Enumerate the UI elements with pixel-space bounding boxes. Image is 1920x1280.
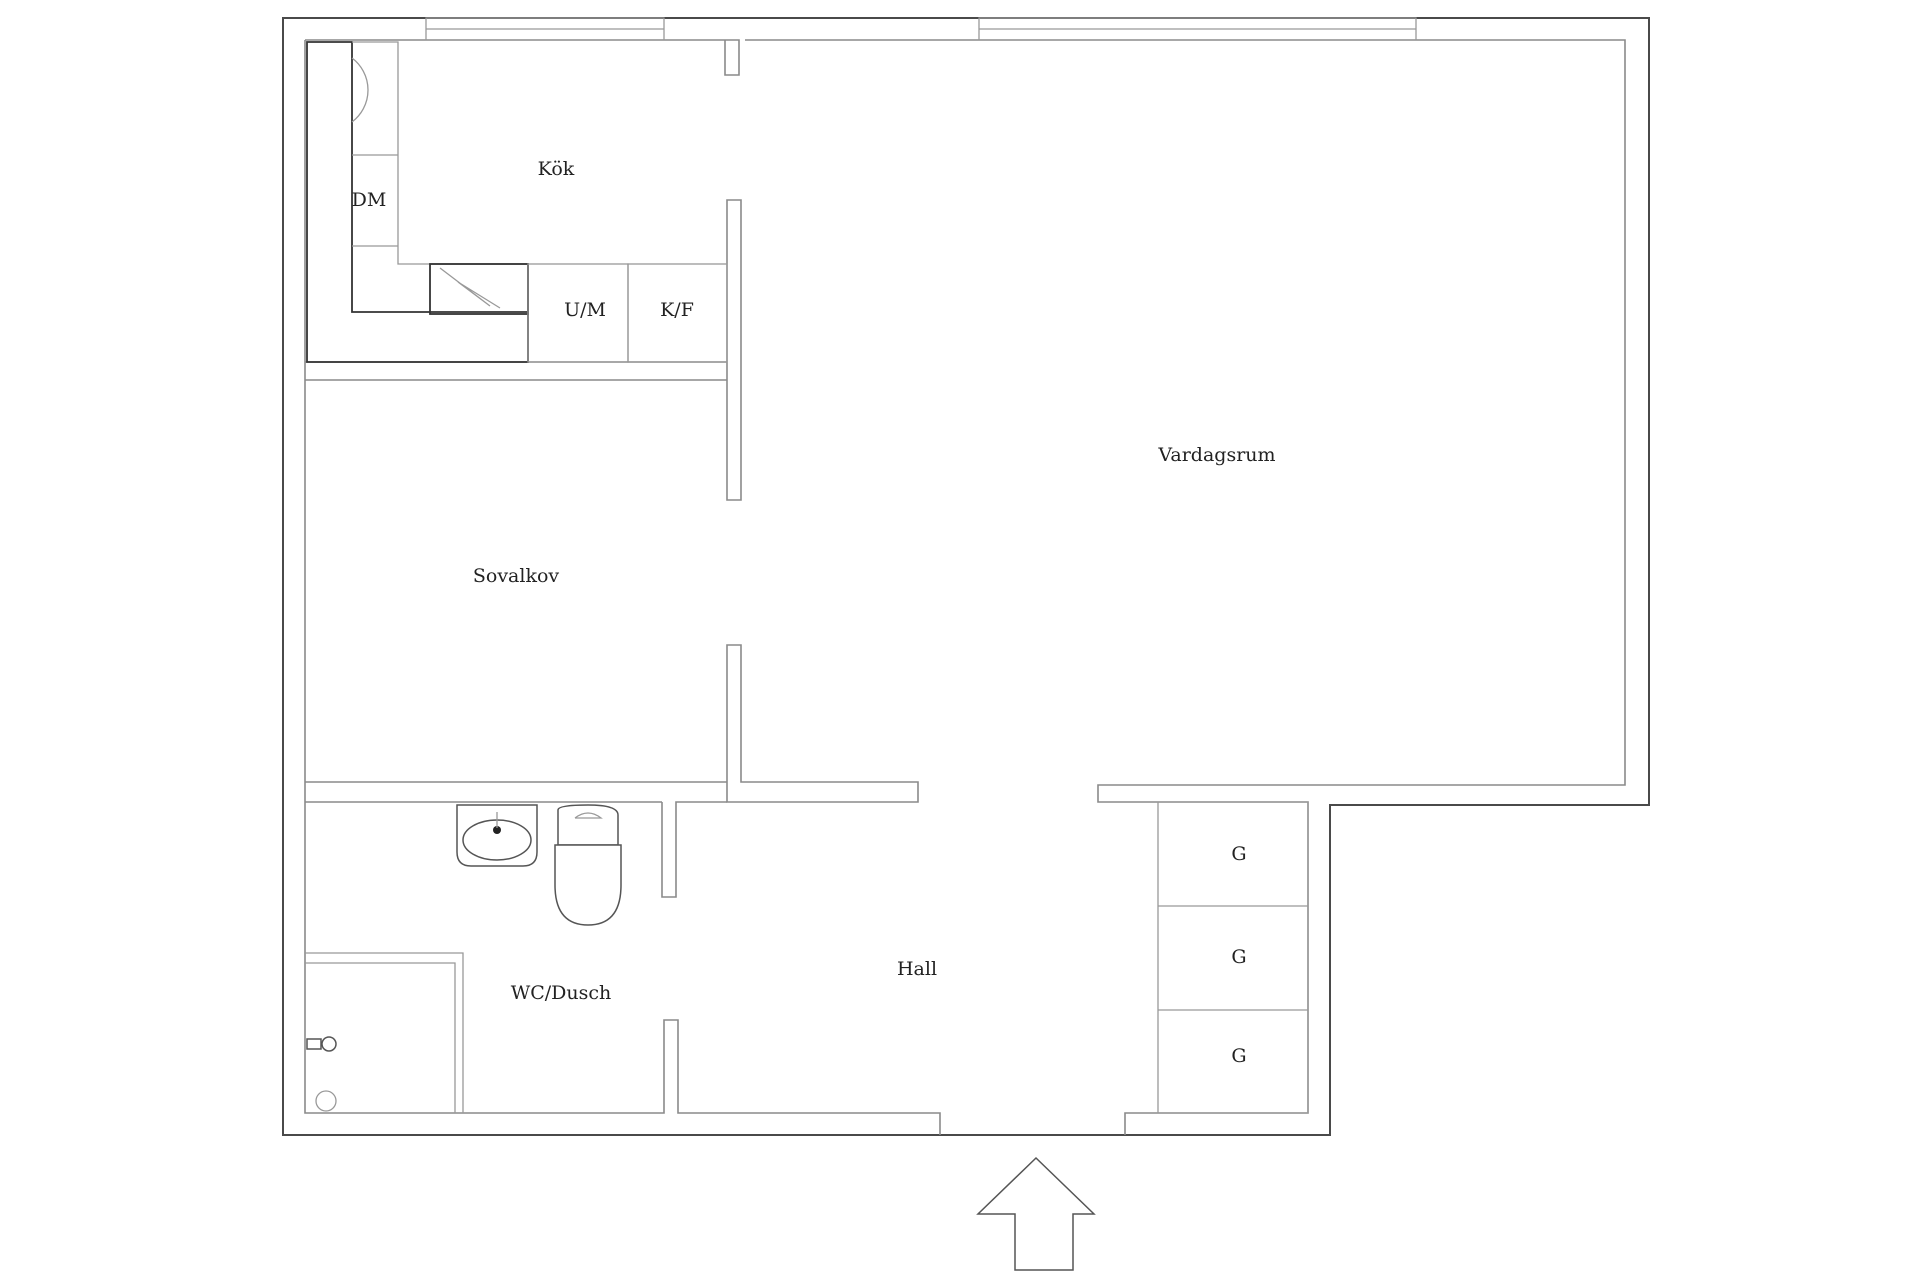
appliance-label-oven-microwave: U/M bbox=[564, 299, 606, 321]
windows bbox=[425, 17, 1417, 41]
shower-icon bbox=[306, 1036, 337, 1112]
wardrobe-label: G bbox=[1231, 1045, 1246, 1067]
room-label-hall: Hall bbox=[897, 958, 937, 980]
outer-walls bbox=[282, 17, 1650, 1136]
wardrobe-label: G bbox=[1231, 946, 1246, 968]
room-label-bedroom: Sovalkov bbox=[473, 565, 560, 587]
room-label-kitchen: Kök bbox=[538, 158, 575, 180]
appliance-label-fridge-freezer: K/F bbox=[660, 299, 694, 321]
wardrobe-label: G bbox=[1231, 843, 1246, 865]
up-arrow-icon bbox=[976, 1156, 1096, 1271]
room-label-living-room: Vardagsrum bbox=[1157, 444, 1275, 466]
interior-walls bbox=[305, 199, 1309, 1114]
kitchen-counter bbox=[306, 41, 728, 363]
toilet-icon bbox=[554, 804, 622, 926]
bathroom-fixtures bbox=[306, 804, 622, 1112]
room-label-bathroom: WC/Dusch bbox=[511, 982, 612, 1004]
appliance-label-dishwasher: DM bbox=[352, 189, 387, 211]
sink-icon bbox=[456, 804, 538, 867]
